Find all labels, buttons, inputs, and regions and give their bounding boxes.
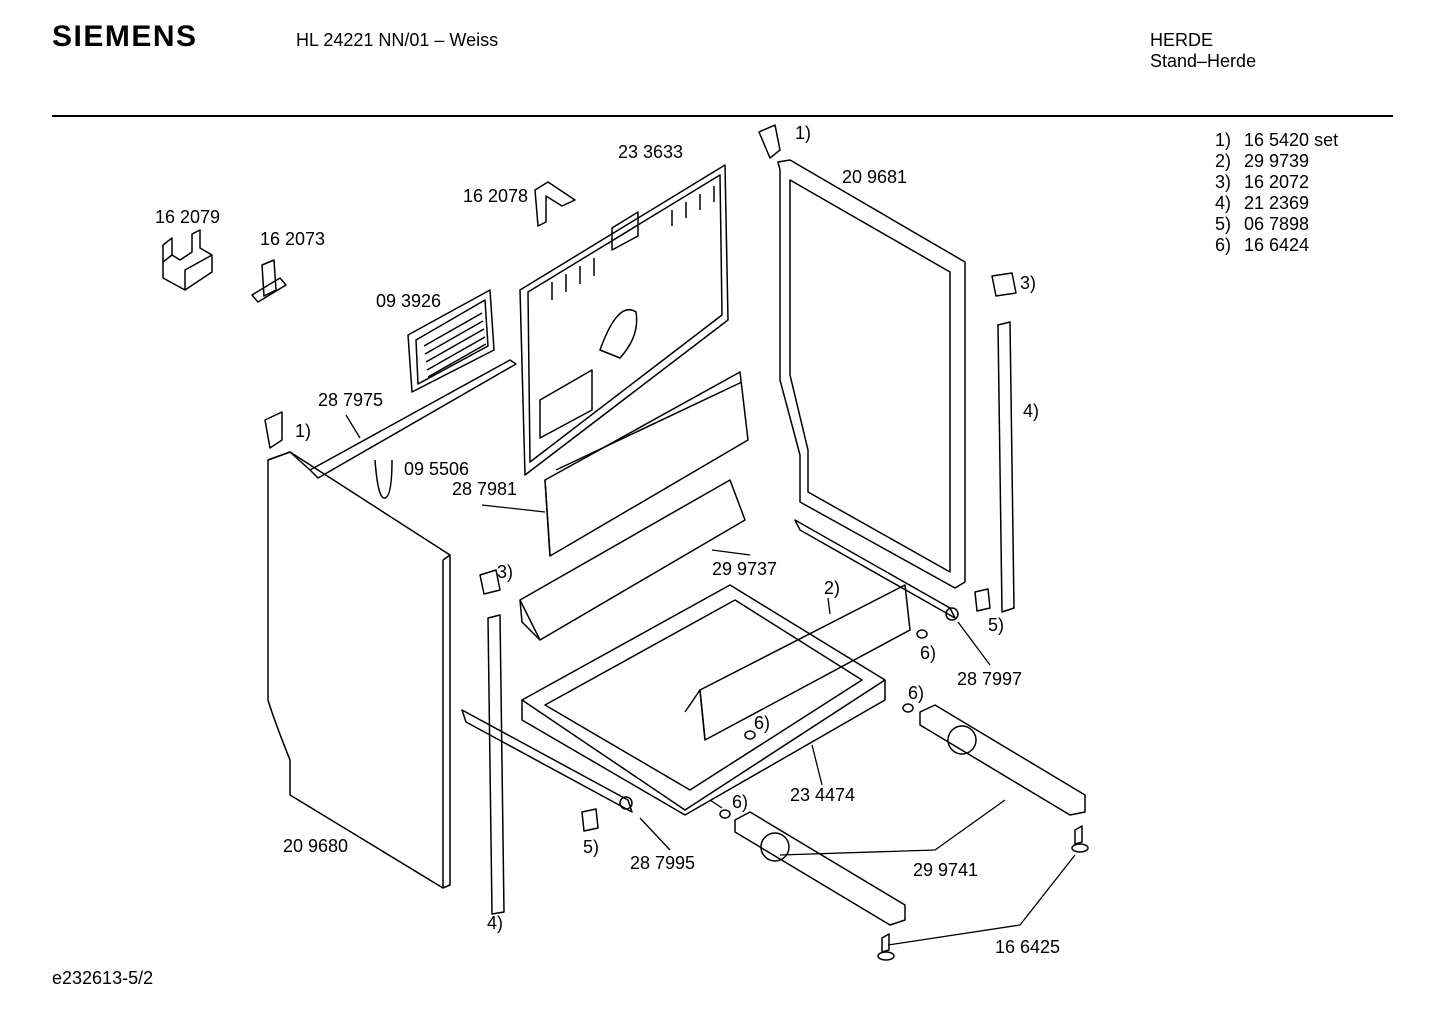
top-strip [309, 359, 517, 479]
label-299737: 29 9737 [712, 559, 778, 579]
bracket-162078 [534, 181, 576, 227]
foot-right [1071, 825, 1089, 853]
legend-row: 5) 06 7898 [1215, 214, 1338, 235]
legend-ref: 3) [1215, 172, 1232, 192]
rear-rail-upper [544, 371, 749, 557]
legend-part: 16 5420 set [1244, 130, 1339, 150]
legend-row: 1) 16 5420 set [1215, 130, 1338, 151]
label-209680: 20 9680 [283, 836, 349, 856]
label-095506: 09 5506 [404, 459, 470, 479]
base-frame [521, 584, 886, 816]
wheel-rail-right [919, 704, 1086, 816]
front-frame [758, 124, 966, 589]
model-title: HL 24221 NN/01 – Weiss [296, 30, 499, 50]
back-wall [519, 164, 729, 476]
legend-part: 21 2369 [1244, 193, 1310, 213]
label-234474: 23 4474 [790, 785, 856, 805]
small-clips [264, 272, 1017, 832]
legend-part: 29 9739 [1244, 151, 1310, 171]
legend-row: 2) 29 9739 [1215, 151, 1338, 172]
cross-rail [684, 584, 911, 741]
label-287997: 28 7997 [957, 669, 1023, 689]
ref-3-left: 3) [497, 562, 514, 582]
ref-6-d: 6) [732, 792, 749, 812]
label-299741: 29 9741 [913, 860, 979, 880]
label-287995: 28 7995 [630, 853, 696, 873]
rear-rail-lower [519, 479, 746, 641]
brand-logo: SIEMENS [52, 20, 198, 53]
legend-part: 16 2072 [1244, 172, 1310, 192]
side-rail-left [461, 709, 633, 813]
ref-5-left: 5) [583, 837, 600, 857]
label-166425: 16 6425 [995, 937, 1061, 957]
ref-6-c: 6) [754, 713, 771, 733]
foot-left [877, 933, 895, 961]
ref-6-b: 6) [908, 683, 925, 703]
legend-ref: 4) [1215, 193, 1232, 213]
side-strip-left [487, 614, 505, 915]
legend-ref: 5) [1215, 214, 1232, 234]
legend-ref: 2) [1215, 151, 1232, 171]
category-label: HERDE [1150, 30, 1214, 50]
legend-row: 3) 16 2072 [1215, 172, 1338, 193]
ref-4-left: 4) [487, 913, 504, 933]
legend-row: 4) 21 2369 [1215, 193, 1338, 214]
label-162078: 16 2078 [463, 186, 529, 206]
ref-3-right: 3) [1020, 273, 1037, 293]
ref-1-left: 1) [295, 421, 312, 441]
ref-2: 2) [824, 578, 841, 598]
side-rail-right [794, 519, 959, 621]
legend-ref: 6) [1215, 235, 1232, 255]
parts-legend: 1) 16 5420 set 2) 29 9739 3) 16 2072 4) 21 2… [1215, 130, 1338, 256]
vent-grill [407, 289, 495, 393]
legend-ref: 1) [1215, 130, 1232, 150]
header-divider [52, 115, 1393, 117]
label-162079: 16 2079 [155, 207, 221, 227]
legend-part: 16 6424 [1244, 235, 1310, 255]
bracket-162079 [162, 229, 213, 291]
ref-4-right: 4) [1023, 401, 1040, 421]
legend-part: 06 7898 [1244, 214, 1310, 234]
subcategory-label: Stand–Herde [1150, 51, 1257, 71]
legend-row: 6) 16 6424 [1215, 235, 1338, 256]
label-287981: 28 7981 [452, 479, 518, 499]
label-162073: 16 2073 [260, 229, 326, 249]
drawing-code: e232613-5/2 [52, 968, 154, 988]
label-233633: 23 3633 [618, 142, 684, 162]
leader-lines [345, 414, 1076, 946]
side-panel-left [267, 451, 451, 889]
ref-1-top: 1) [795, 123, 812, 143]
wheel-rail-left [734, 811, 906, 926]
bracket-162073 [251, 259, 287, 303]
label-209681: 20 9681 [842, 167, 908, 187]
ref-6-a: 6) [920, 643, 937, 663]
ref-5-right: 5) [988, 615, 1005, 635]
side-strip-right [997, 321, 1015, 613]
label-287975: 28 7975 [318, 390, 384, 410]
label-093926: 09 3926 [376, 291, 442, 311]
